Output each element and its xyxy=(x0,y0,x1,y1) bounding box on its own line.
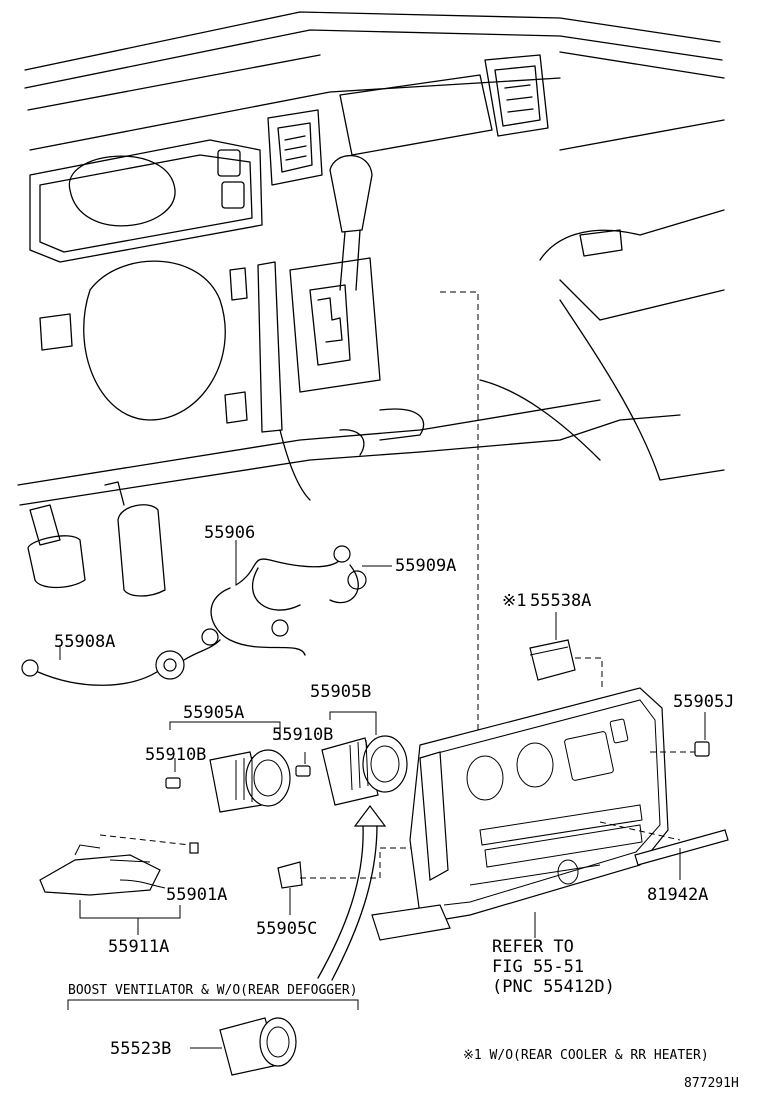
dashboard-illustration xyxy=(17,11,725,730)
refer-line-3: (PNC 55412D) xyxy=(492,977,615,997)
refer-line-2: FIG 55-51 xyxy=(492,957,584,977)
panel-icon xyxy=(371,639,729,941)
part-label-55905J: 55905J xyxy=(673,692,734,712)
part-label-55905A: 55905A xyxy=(183,703,244,723)
switch-icon xyxy=(39,834,199,935)
footnote-text: ※1 W/O(REAR COOLER & RR HEATER) xyxy=(463,1048,709,1063)
part-label-55909A: 55909A xyxy=(395,556,456,576)
option-note: BOOST VENTILATOR & W/O(REAR DEFOGGER) xyxy=(68,983,358,998)
diagram-id: 877291H xyxy=(684,1076,739,1091)
part-label-55910B-right: 55910B xyxy=(272,725,333,745)
clamp-icon xyxy=(277,847,440,915)
part-label-81942A: 81942A xyxy=(647,885,708,905)
part-label-55911A: 55911A xyxy=(108,937,169,957)
part-label-55905C: 55905C xyxy=(256,919,317,939)
part-label-55901A: 55901A xyxy=(166,885,227,905)
part-label-55910B-left: 55910B xyxy=(145,745,206,765)
footnote-mark: ※1 xyxy=(502,591,526,611)
wire-harness-icon xyxy=(21,540,367,686)
option-bracket xyxy=(67,999,359,1076)
part-label-55905B: 55905B xyxy=(310,682,371,702)
part-label-55538A: 55538A xyxy=(530,591,591,611)
part-label-55523B: 55523B xyxy=(110,1039,171,1059)
part-label-55906: 55906 xyxy=(204,523,255,543)
knob-icon xyxy=(165,711,408,813)
part-label-55908A: 55908A xyxy=(54,632,115,652)
arrow-icon xyxy=(317,805,387,981)
refer-line-1: REFER TO xyxy=(492,937,574,957)
